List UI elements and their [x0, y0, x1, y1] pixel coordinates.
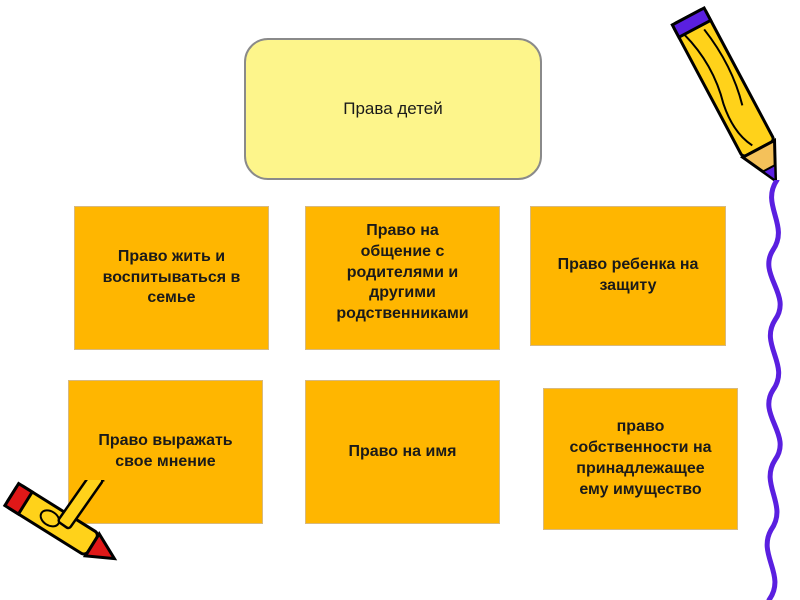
- pencil-icon: [670, 5, 778, 184]
- box-label: Право ребенка на защиту: [557, 256, 699, 294]
- box-label: Право выражать свое мнение: [98, 432, 233, 470]
- right-box-property: право собственности на принадлежащее ему…: [543, 388, 738, 530]
- crayons-icon: [2, 480, 118, 561]
- right-box-family: Право жить и воспитываться в семье: [74, 206, 269, 350]
- right-box-protection: Право ребенка на защиту: [530, 206, 726, 346]
- title-box: Права детей: [244, 38, 542, 180]
- box-label: Право жить и воспитываться в семье: [102, 247, 241, 307]
- right-box-name: Право на имя: [305, 380, 500, 524]
- box-label: право собственности на принадлежащее ему…: [569, 418, 712, 498]
- box-label: Право на имя: [348, 442, 457, 460]
- box-label: Право на общение с родителями и другими …: [336, 222, 469, 323]
- right-box-opinion: Право выражать свое мнение: [68, 380, 263, 524]
- right-box-communication: Право на общение с родителями и другими …: [305, 206, 500, 350]
- diagram-title: Права детей: [343, 99, 443, 118]
- squiggle-line-icon: [764, 180, 783, 600]
